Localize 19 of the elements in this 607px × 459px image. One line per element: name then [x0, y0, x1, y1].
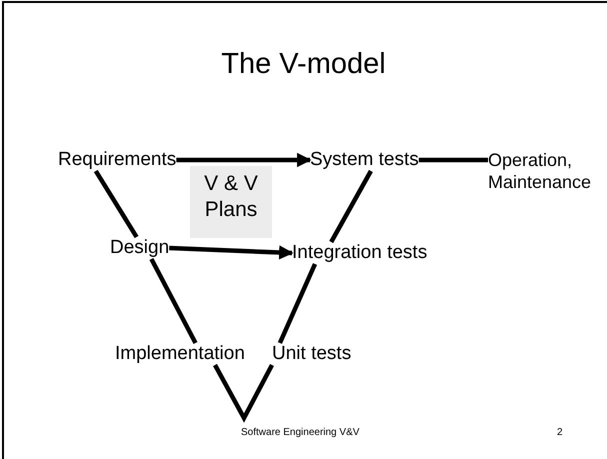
stage-label: System tests [310, 149, 419, 171]
connector-line [278, 263, 318, 344]
stage-label: Requirements [58, 149, 176, 171]
connector-line [149, 258, 198, 344]
footer-text: Software Engineering V&V [241, 427, 360, 438]
arrow [176, 152, 312, 168]
connector-line [329, 170, 373, 244]
connector-line [94, 170, 139, 238]
stage-label: Implementation [115, 343, 245, 365]
stage-label: Operation, Maintenance [488, 149, 604, 193]
slide-title: The V-model [220, 48, 387, 81]
page-number: 2 [557, 427, 563, 438]
arrow [169, 245, 294, 260]
plans-box: V & V Plans [190, 166, 272, 238]
connector-line [418, 158, 488, 162]
stage-label: Integration tests [292, 242, 428, 264]
stage-label: Design [110, 237, 170, 259]
stage-label: Unit tests [272, 343, 352, 365]
connector-line [213, 364, 274, 423]
